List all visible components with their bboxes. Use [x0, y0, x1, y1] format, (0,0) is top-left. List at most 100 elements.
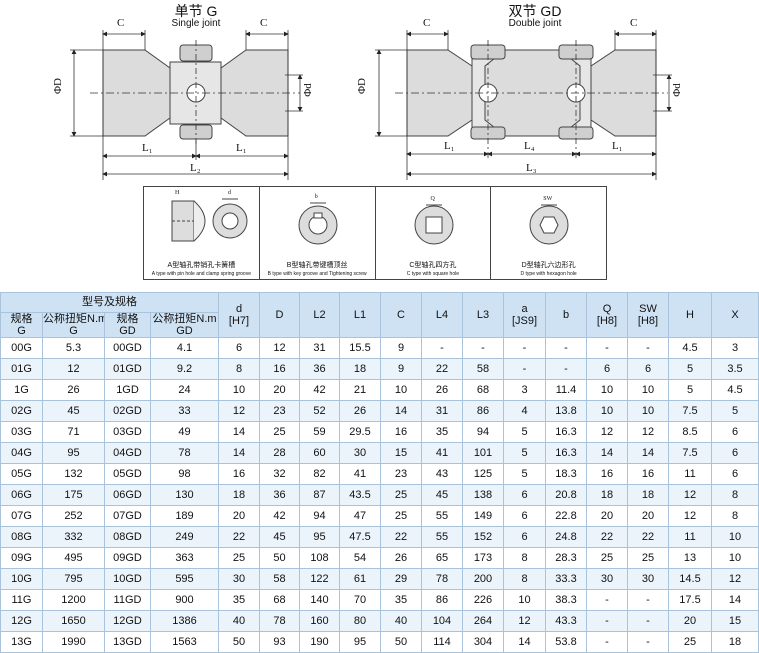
table-cell: 16 — [586, 463, 628, 486]
table-cell: 31 — [421, 400, 463, 423]
hole-b-caption: B型轴孔带键槽顶丝 — [286, 262, 348, 269]
double-joint-title-en: Double joint — [508, 17, 562, 29]
table-cell: 52 — [299, 400, 340, 423]
table-cell: 1G — [0, 379, 43, 402]
table-cell: 14 — [380, 400, 422, 423]
table-cell: 252 — [42, 505, 105, 528]
table-cell: 07G — [0, 505, 43, 528]
hole-c-caption-en: C type with square hole — [406, 271, 459, 277]
col-header-Q: Q[H8] — [586, 291, 628, 339]
table-cell: 8 — [218, 358, 260, 381]
table-cell: 20 — [218, 505, 260, 528]
table-cell: 8 — [503, 547, 546, 570]
col-header-L4: L4 — [421, 291, 463, 339]
table-cell: 93 — [259, 631, 300, 653]
hole-d-caption-en: D type with hexagon hole — [520, 271, 577, 277]
hole-type-b: b B型轴孔带键槽顶丝 B type with key groove and T… — [260, 187, 376, 279]
table-cell: 1386 — [150, 610, 219, 633]
table-cell: 80 — [339, 610, 381, 633]
single-bore-diameter-label: Φd — [301, 83, 314, 97]
table-cell: - — [586, 610, 628, 633]
table-cell: 1563 — [150, 631, 219, 653]
table-cell: 595 — [150, 568, 219, 591]
hole-a-caption-en: A type with pin hole and clamp spring gr… — [151, 271, 251, 277]
table-cell: 54 — [339, 547, 381, 570]
table-cell: 5.3 — [42, 337, 105, 360]
double-joint-body — [406, 44, 657, 140]
table-cell: 32 — [259, 463, 300, 486]
table-cell: 20 — [586, 505, 628, 528]
table-cell: 41 — [421, 442, 463, 465]
single-joint-title: 单节 G Single joint — [156, 4, 236, 29]
double-bore-diameter-label: Φd — [670, 83, 683, 97]
table-cell: 58 — [259, 568, 300, 591]
table-cell: 26 — [42, 379, 105, 402]
table-cell: 13G — [0, 631, 43, 653]
hole-a-dim-h: H — [175, 190, 180, 196]
table-cell: 13.8 — [545, 400, 587, 423]
table-cell: 98 — [150, 463, 219, 486]
table-cell: 10G — [0, 568, 43, 591]
table-cell: 12GD — [104, 610, 151, 633]
table-cell: 173 — [462, 547, 504, 570]
table-cell: 14 — [711, 589, 759, 612]
table-cell: 05G — [0, 463, 43, 486]
table-cell: 15.5 — [339, 337, 381, 360]
table-cell: 1200 — [42, 589, 105, 612]
table-cell: 6 — [503, 526, 546, 549]
table-cell: 47.5 — [339, 526, 381, 549]
table-cell: 6 — [503, 484, 546, 507]
table-cell: 6 — [711, 442, 759, 465]
table-cell: 6 — [218, 337, 260, 360]
table-cell: 36 — [299, 358, 340, 381]
table-cell: 08G — [0, 526, 43, 549]
table-cell: 495 — [42, 547, 105, 570]
table-cell: 12 — [627, 421, 669, 444]
table-cell: 95 — [299, 526, 340, 549]
table-cell: 5 — [668, 379, 712, 402]
double-c-label: C — [423, 17, 431, 29]
table-cell: 130 — [150, 484, 219, 507]
table-cell: 95 — [42, 442, 105, 465]
table-cell: 12 — [503, 610, 546, 633]
table-cell: 24.8 — [545, 526, 587, 549]
table-cell: 12 — [42, 358, 105, 381]
col-header-X: X — [711, 291, 759, 339]
table-cell: 4 — [503, 400, 546, 423]
table-cell: 68 — [259, 589, 300, 612]
table-cell: 82 — [299, 463, 340, 486]
table-cell: 13 — [668, 547, 712, 570]
table-cell: 11G — [0, 589, 43, 612]
table-cell: 9.2 — [150, 358, 219, 381]
table-cell: 94 — [462, 421, 504, 444]
table-cell: 138 — [462, 484, 504, 507]
table-cell: 87 — [299, 484, 340, 507]
hole-type-a-drawing — [171, 198, 248, 242]
table-cell: 8 — [503, 568, 546, 591]
table-cell: 24 — [150, 379, 219, 402]
table-cell: 22 — [586, 526, 628, 549]
table-cell: 40 — [380, 610, 422, 633]
table-cell: 07GD — [104, 505, 151, 528]
table-cell: 8.5 — [668, 421, 712, 444]
table-cell: 26 — [339, 400, 381, 423]
table-cell: 29 — [380, 568, 422, 591]
table-cell: 6 — [711, 421, 759, 444]
hole-b-dim-b: b — [314, 194, 318, 200]
table-cell: 122 — [299, 568, 340, 591]
table-cell: 1650 — [42, 610, 105, 633]
single-joint-title-cn: 单节 G — [174, 3, 218, 19]
double-l1-label: L₁ — [444, 140, 455, 152]
single-l2-label: L₂ — [190, 162, 201, 174]
table-cell: 20 — [668, 610, 712, 633]
table-cell: 363 — [150, 547, 219, 570]
joint-drawings — [70, 30, 672, 180]
col-header-d: d[H7] — [218, 291, 260, 339]
table-cell: 22 — [218, 526, 260, 549]
